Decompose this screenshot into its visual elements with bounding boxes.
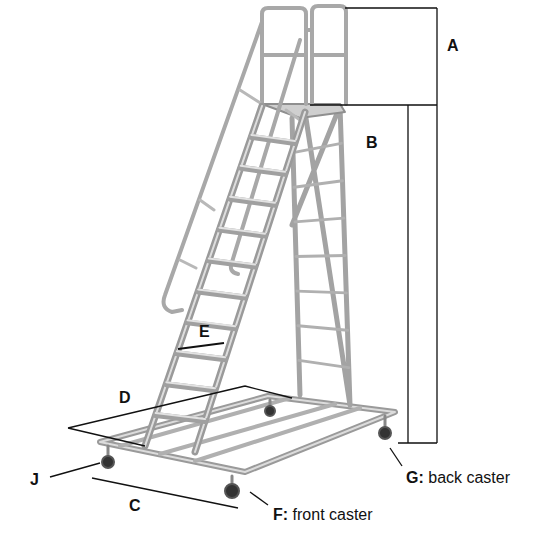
dimension-letter: D — [119, 389, 131, 407]
base-frame-highlight — [100, 396, 395, 472]
dimension-letter: B — [366, 134, 378, 152]
step-highlight — [177, 351, 225, 357]
leader-line — [250, 492, 268, 505]
step-highlight — [166, 382, 215, 388]
platform-rail — [262, 6, 346, 104]
dimension-letter: E — [199, 323, 210, 341]
step-highlight — [209, 259, 255, 265]
step-highlight — [198, 289, 245, 295]
callout-letter: J — [30, 471, 39, 489]
rear-rung — [295, 218, 344, 222]
dimension-line — [178, 343, 224, 349]
caster — [102, 400, 391, 498]
rear-rungs — [293, 143, 349, 367]
leader-line — [390, 448, 402, 466]
rear-rung — [297, 291, 346, 293]
stile-highlight — [145, 106, 305, 452]
dimension-letter: A — [447, 37, 459, 55]
rear-rung — [299, 360, 349, 367]
rear-rung — [294, 181, 343, 188]
leader-line — [50, 463, 100, 477]
part-caption: G: back caster — [406, 469, 510, 487]
step-highlight — [188, 320, 235, 326]
step-highlight — [241, 166, 285, 172]
step-highlight — [156, 413, 205, 419]
steps — [156, 135, 295, 421]
rear-rung — [296, 256, 345, 257]
stile — [145, 106, 305, 452]
base-frame — [100, 396, 395, 472]
part-caption: F: front caster — [273, 506, 373, 524]
rear-leg — [292, 106, 350, 405]
step-highlight — [251, 135, 295, 141]
dimension-letter: C — [129, 497, 141, 515]
dimension-line — [310, 8, 437, 443]
step-highlight — [230, 197, 275, 203]
rear-rung — [293, 143, 341, 152]
dimension-lines — [50, 8, 437, 508]
dimension-line — [92, 478, 238, 508]
platform-ladder — [100, 6, 395, 498]
dimension-line — [68, 386, 292, 446]
rear-rung — [298, 326, 348, 331]
step-highlight — [219, 228, 265, 234]
